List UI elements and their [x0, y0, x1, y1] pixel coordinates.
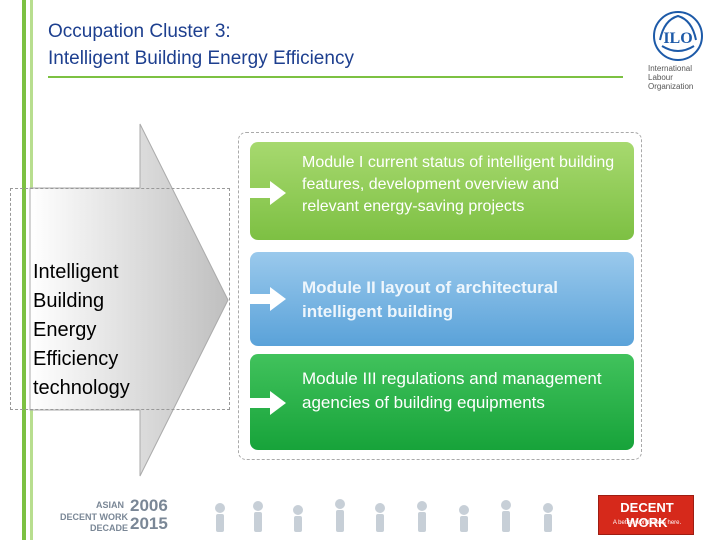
dw-asian: ASIAN: [96, 500, 125, 510]
module-3-text: Module III regulations and management ag…: [302, 369, 602, 412]
module-2-text: Module II layout of architectural intell…: [302, 278, 558, 321]
title-line-2: Intelligent Building Energy Efficiency: [48, 48, 354, 69]
cluster-label-line: technology: [33, 377, 130, 399]
cluster-label-line: Efficiency: [33, 348, 119, 370]
badge-title: DECENT WORK: [620, 500, 674, 530]
globe-icon: ILO: [653, 11, 703, 61]
dw-decade: DECADE: [90, 523, 129, 533]
module-1-box: Module I current status of intelligent b…: [250, 142, 634, 240]
cluster-label-line: Energy: [33, 319, 97, 341]
ilo-letters: ILO: [663, 30, 692, 47]
ilo-text: International Labour Organization: [648, 64, 708, 91]
ilo-text-line: Labour: [648, 73, 673, 82]
arrow-right-icon: [250, 287, 286, 311]
asian-decent-work-decade-logo: ASIAN DECENT WORK DECADE 2006 2015: [56, 494, 176, 534]
ilo-text-line: International: [648, 64, 693, 73]
dw-year-start: 2006: [130, 496, 168, 515]
title-divider: [48, 76, 623, 78]
workers-illustration: [215, 499, 553, 532]
arrow-right-icon: [250, 391, 286, 415]
decent-work-badge: DECENT WORK A better world starts here.: [598, 495, 694, 535]
page-title: Occupation Cluster 3: Intelligent Buildi…: [48, 18, 608, 72]
module-2-box: Module II layout of architectural intell…: [250, 252, 634, 346]
cluster-panel: [10, 188, 230, 410]
dw-year-end: 2015: [130, 514, 168, 533]
cluster-label-line: Building: [33, 290, 105, 312]
arrow-right-icon: [250, 181, 286, 205]
badge-tagline: A better world starts here.: [612, 520, 682, 526]
dw-decent-work: DECENT WORK: [60, 512, 128, 522]
module-3-box: Module III regulations and management ag…: [250, 354, 634, 450]
ilo-logo: ILO International Labour Organization: [648, 10, 708, 91]
title-line-1: Occupation Cluster 3:: [48, 21, 231, 42]
cluster-label: Intelligent Building Energy Efficiency t…: [33, 258, 233, 403]
modules-frame: [238, 132, 642, 460]
decorative-bar: [22, 0, 26, 540]
module-1-text: Module I current status of intelligent b…: [302, 154, 615, 215]
cluster-label-line: Intelligent: [33, 261, 119, 283]
ilo-text-line: Organization: [648, 82, 694, 91]
